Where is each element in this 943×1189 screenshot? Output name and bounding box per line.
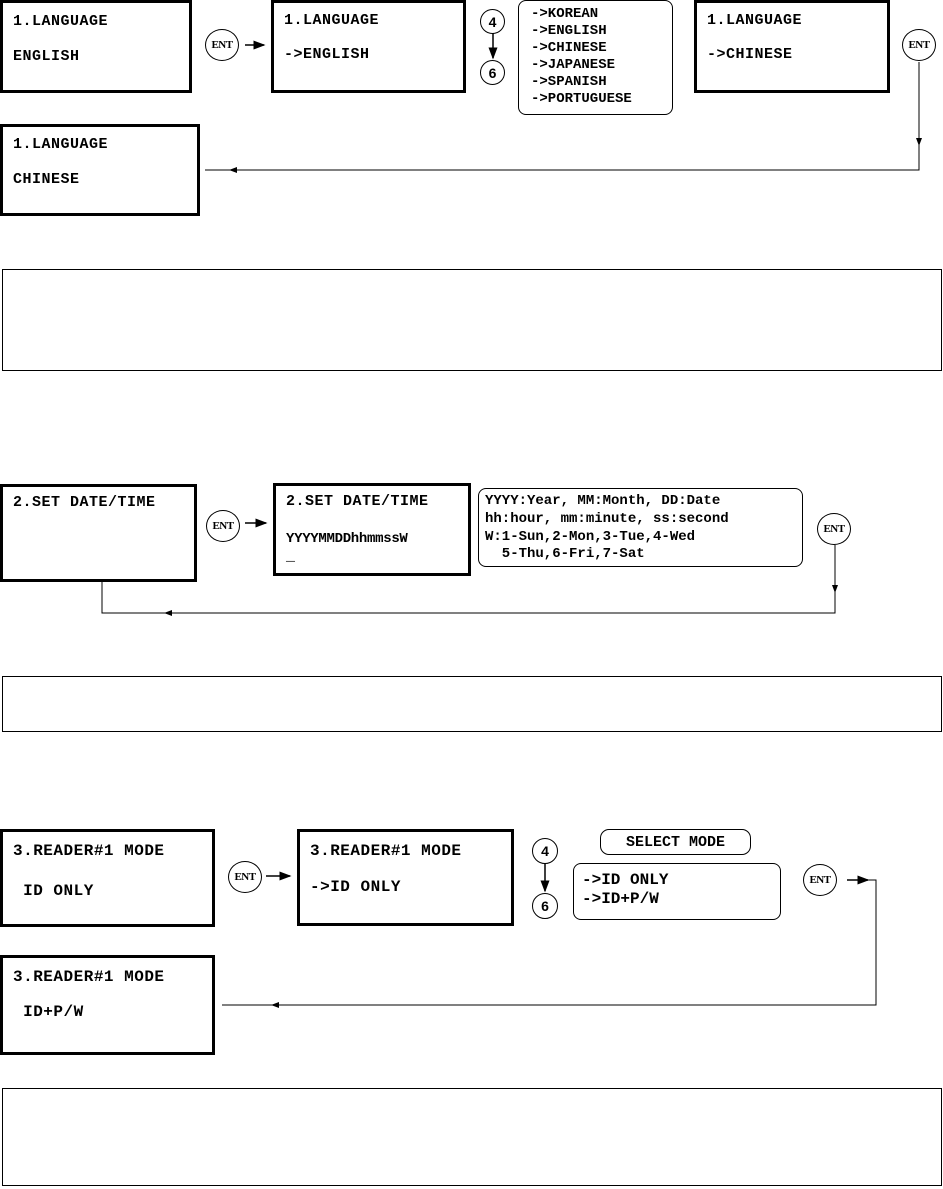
lcd-title: 2.SET DATE/TIME — [286, 493, 429, 510]
legend-line-1: YYYY:Year, MM:Month, DD:Date — [485, 493, 721, 509]
option-spanish: ->SPANISH — [531, 74, 607, 90]
return-path-rd — [222, 879, 877, 1006]
option-portuguese: ->PORTUGUESE — [531, 91, 632, 107]
lcd-title: 1.LANGUAGE — [13, 136, 109, 153]
lcd-language-3: 1.LANGUAGE ->CHINESE — [694, 0, 890, 93]
lcd-title: 1.LANGUAGE — [707, 12, 803, 29]
lcd-reader-1: 3.READER#1 MODE ID ONLY — [0, 829, 215, 927]
legend-line-4: 5-Thu,6-Fri,7-Sat — [485, 546, 645, 562]
note-box-2 — [2, 676, 942, 732]
lcd-language-1: 1.LANGUAGE ENGLISH — [0, 0, 192, 93]
lcd-title: 1.LANGUAGE — [284, 12, 380, 29]
key-6-icon: 6 — [532, 893, 558, 919]
lcd-language-2: 1.LANGUAGE ->ENGLISH — [271, 0, 466, 93]
ent-key-icon: ENT — [902, 29, 936, 61]
select-mode-label: SELECT MODE — [600, 829, 751, 855]
lcd-title: 2.SET DATE/TIME — [13, 494, 156, 511]
lcd-language-4: 1.LANGUAGE CHINESE — [0, 124, 200, 216]
ent-key-icon: ENT — [228, 861, 262, 893]
lcd-title: 3.READER#1 MODE — [310, 842, 462, 860]
option-english: ->ENGLISH — [531, 23, 607, 39]
option-id-only: ->ID ONLY — [582, 871, 669, 889]
lcd-value: CHINESE — [13, 171, 80, 188]
ent-key-icon: ENT — [206, 510, 240, 542]
option-chinese: ->CHINESE — [531, 40, 607, 56]
lcd-value: YYYYMMDDhhmmssW — [286, 531, 408, 547]
legend-line-2: hh:hour, mm:minute, ss:second — [485, 511, 729, 527]
lcd-value: ENGLISH — [13, 48, 80, 65]
lcd-value: ->ENGLISH — [284, 46, 370, 63]
option-id-pw: ->ID+P/W — [582, 890, 659, 908]
key-4-icon: 4 — [480, 9, 505, 34]
lcd-reader-3: 3.READER#1 MODE ID+P/W — [0, 955, 215, 1055]
return-path-lang — [205, 62, 920, 171]
key-4-icon: 4 — [532, 838, 558, 864]
ent-key-icon: ENT — [205, 29, 239, 61]
lcd-datetime-1: 2.SET DATE/TIME — [0, 484, 197, 582]
language-options-list: ->KOREAN ->ENGLISH ->CHINESE ->JAPANESE … — [518, 0, 673, 115]
note-box-3 — [2, 1088, 942, 1186]
lcd-value: ID+P/W — [13, 1003, 84, 1021]
lcd-value: ID ONLY — [13, 882, 94, 900]
text-cursor: _ — [286, 548, 296, 565]
lcd-title: 3.READER#1 MODE — [13, 968, 165, 986]
ent-key-icon: ENT — [803, 864, 837, 896]
datetime-format-legend: YYYY:Year, MM:Month, DD:Date hh:hour, mm… — [478, 488, 803, 567]
reader-mode-options: ->ID ONLY ->ID+P/W — [573, 863, 781, 920]
legend-line-3: W:1-Sun,2-Mon,3-Tue,4-Wed — [485, 529, 696, 545]
ent-key-icon: ENT — [817, 513, 851, 545]
key-6-icon: 6 — [480, 60, 505, 85]
lcd-reader-2: 3.READER#1 MODE ->ID ONLY — [297, 829, 514, 926]
note-box-1 — [2, 269, 942, 371]
lcd-title: 3.READER#1 MODE — [13, 842, 165, 860]
lcd-value: ->CHINESE — [707, 46, 793, 63]
option-japanese: ->JAPANESE — [531, 57, 616, 73]
lcd-title: 1.LANGUAGE — [13, 13, 109, 30]
option-korean: ->KOREAN — [531, 6, 599, 22]
lcd-datetime-2: 2.SET DATE/TIME YYYYMMDDhhmmssW _ — [273, 483, 471, 576]
lcd-value: ->ID ONLY — [310, 878, 401, 896]
